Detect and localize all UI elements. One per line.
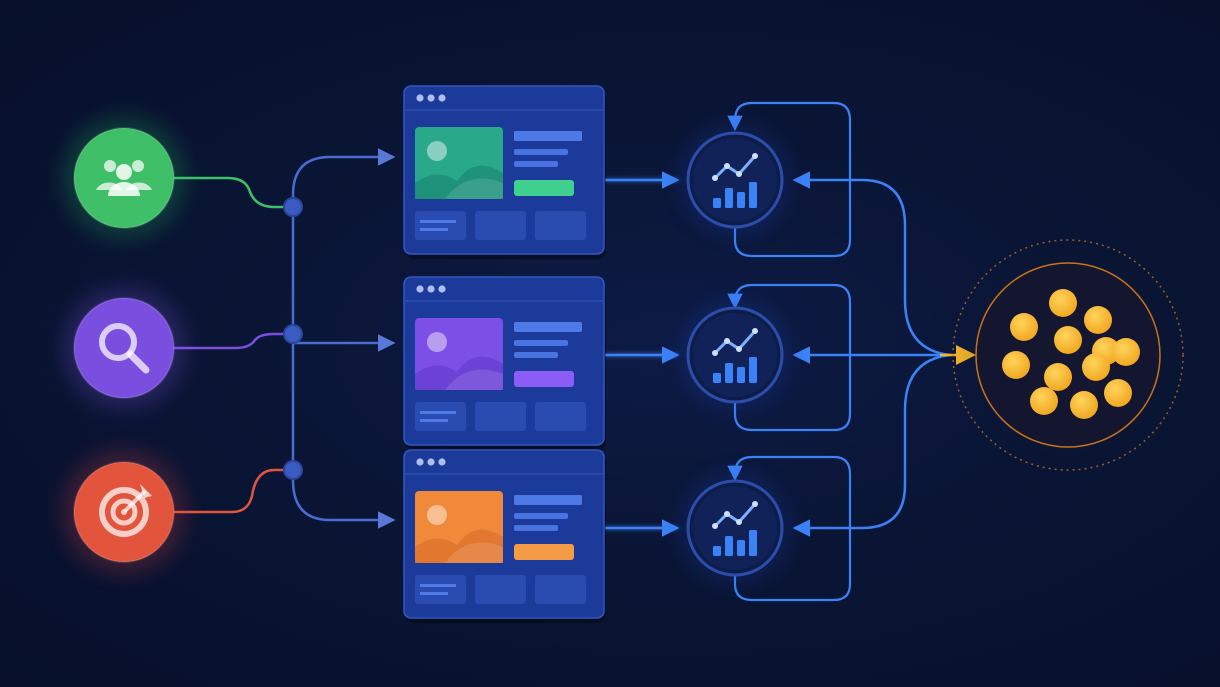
audience-dot [1082,353,1110,381]
junction-dot [283,197,303,217]
analytics-node [679,472,791,584]
source-nodes [62,116,186,574]
connector-bus [291,148,396,196]
text-line [514,352,558,358]
loop-analytics-2 [727,283,852,432]
image-placeholder-icon [415,491,503,563]
widget-block [475,211,526,240]
audience-dot [1002,351,1030,379]
chart-icon [712,153,758,208]
analytics-node [679,124,791,236]
text-line [514,340,568,346]
text-line [514,513,568,519]
junction-dot [283,324,303,344]
window-dot [427,458,435,466]
cta-button [514,180,574,196]
audience-cluster-icon [950,237,1186,473]
image-placeholder-icon [415,127,503,199]
text-line [514,149,568,155]
window-dot [438,458,446,466]
audience-dot [1054,326,1082,354]
analytics-nodes [679,124,791,584]
search-icon [99,323,150,374]
window-dot [427,285,435,293]
return-line-top [792,171,951,357]
landing-page-variants [403,85,606,623]
audience-dot [1049,289,1077,317]
connectors [172,101,976,602]
audience-cluster [950,237,1186,473]
landing-page-panel-purple [403,276,606,450]
widget-block [475,402,526,431]
chart-icon [712,501,758,556]
connector-bus-bottom [291,479,396,529]
landing-page-panel-orange [403,449,606,623]
chart-icon [712,328,758,383]
text-line [514,161,558,167]
audience-dot [1084,306,1112,334]
analytics-node [679,299,791,411]
window-dot [438,285,446,293]
audience-dot [1104,379,1132,407]
window-dot [416,458,424,466]
audience-dot [1044,363,1072,391]
image-placeholder-icon [415,318,503,390]
widget-block [415,402,466,431]
audience-dot [1070,391,1098,419]
widget-block [415,211,466,240]
text-line [514,495,582,505]
widget-block [415,575,466,604]
audience-dot [1112,338,1140,366]
return-line-bottom [792,353,951,537]
target-icon [99,484,152,537]
users-icon [96,160,152,196]
window-dot [416,285,424,293]
junction-dot [283,460,303,480]
audience-dot [1010,313,1038,341]
window-dot [438,94,446,102]
widget-block [475,575,526,604]
cta-button [514,371,574,387]
connector-search [172,332,293,350]
audience-dot [1030,387,1058,415]
text-line [514,322,582,332]
widget-block [535,211,586,240]
window-dot [416,94,424,102]
text-line [514,525,558,531]
landing-page-panel-green [403,85,606,259]
window-dot [427,94,435,102]
cta-button [514,544,574,560]
widget-block [535,575,586,604]
source-node-audience [62,116,186,240]
text-line [514,131,582,141]
connector-audience [172,176,293,209]
source-node-search [62,286,186,410]
source-node-target [62,450,186,574]
connector-target [172,468,293,514]
widget-block [535,402,586,431]
